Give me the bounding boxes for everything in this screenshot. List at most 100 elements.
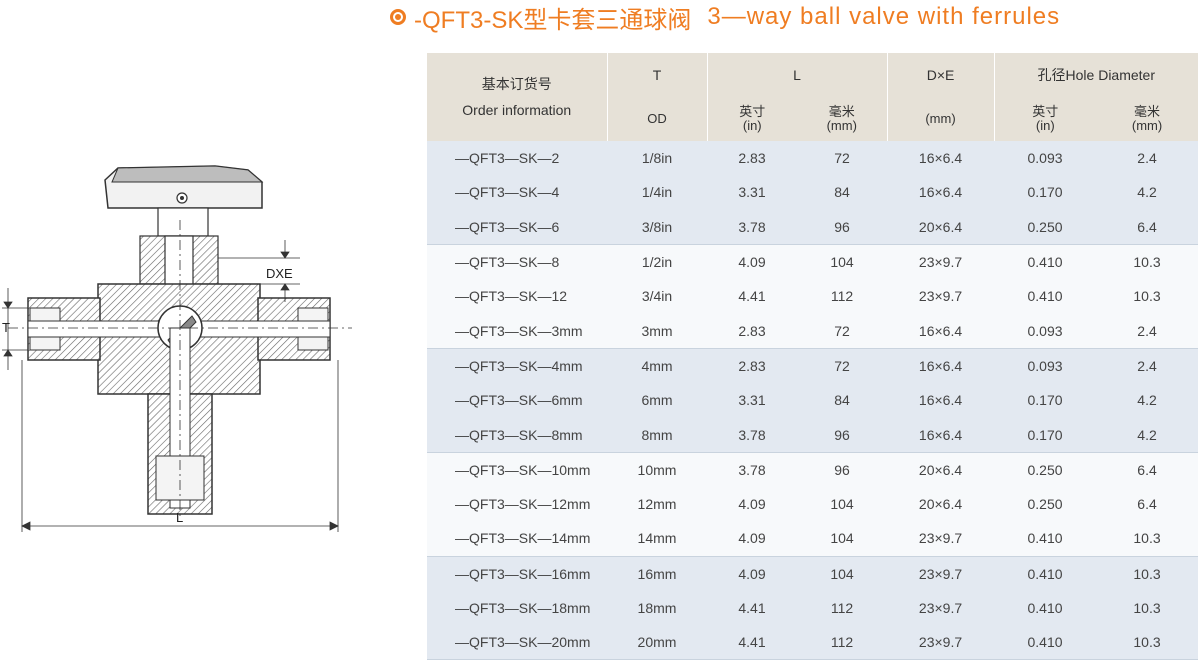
spec-table-header: 基本订货号 Order information T L D×E 孔径Hole D… [427,53,1199,141]
cell-hole-in: 0.250 [994,209,1097,245]
cell-l-mm: 72 [797,348,888,384]
cell-od: 8mm [607,417,707,453]
header-l-in: 英寸 (in) [706,97,797,141]
cell-od: 1/2in [607,244,707,280]
cell-hole-mm: 6.4 [1096,452,1199,487]
header-order-en: Order information [462,102,572,118]
spec-table: 基本订货号 Order information T L D×E 孔径Hole D… [427,53,1199,660]
cell-od: 1/4in [607,175,707,210]
header-hole-mm-unit: (mm) [1131,118,1163,133]
cell-dxe: 20×6.4 [887,486,995,522]
title-english: 3—way ball valve with ferrules [707,3,1061,30]
title-code: -QFT3-SK型卡套三通球阀 [414,6,692,34]
cell-hole-mm: 2.4 [1096,348,1199,384]
cell-l-in: 4.09 [707,556,797,591]
handle [104,165,264,237]
cell-hole-in: 0.410 [994,521,1097,557]
cell-l-mm: 104 [797,486,888,522]
cell-l-in: 4.41 [707,625,797,660]
cell-dxe: 20×6.4 [887,209,995,245]
cell-dxe: 23×9.7 [887,590,995,626]
cell-od: 1/8in [607,141,707,176]
cell-dxe: 23×9.7 [887,279,995,314]
cell-hole-in: 0.410 [994,556,1097,591]
header-hole-mm: 毫米 (mm) [1096,97,1199,141]
cell-l-in: 4.41 [707,590,797,626]
cell-hole-in: 0.410 [994,244,1097,280]
cell-dxe: 16×6.4 [887,175,995,210]
cell-hole-in: 0.250 [994,452,1097,487]
cell-hole-mm: 2.4 [1096,141,1199,176]
cell-l-in: 2.83 [707,313,797,349]
cell-l-mm: 104 [797,244,888,280]
header-hole-in: 英寸 (in) [993,97,1097,141]
cell-hole-in: 0.250 [994,486,1097,522]
cell-hole-mm: 10.3 [1096,279,1199,314]
cell-dxe: 23×9.7 [887,521,995,557]
header-t: T [606,53,707,97]
cell-l-in: 4.09 [707,521,797,557]
cell-dxe: 23×9.7 [887,556,995,591]
cell-l-in: 4.09 [707,244,797,280]
cell-l-in: 4.09 [707,486,797,522]
cell-order-code: —QFT3—SK—4mm [427,348,607,384]
cell-od: 3mm [607,313,707,349]
cell-l-mm: 112 [797,590,888,626]
cell-l-mm: 112 [797,625,888,660]
cell-od: 14mm [607,521,707,557]
cell-order-code: —QFT3—SK—8mm [427,417,607,453]
cell-od: 20mm [607,625,707,660]
cell-order-code: —QFT3—SK—4 [427,175,607,210]
header-hole-mm-cn: 毫米 [1134,103,1161,119]
cell-hole-in: 0.093 [994,348,1097,384]
header-l: L [706,53,888,97]
cell-l-mm: 96 [797,452,888,487]
cell-hole-in: 0.410 [994,590,1097,626]
valve-drawing: DXE T L [2,165,352,532]
cell-od: 3/8in [607,209,707,245]
cell-dxe: 23×9.7 [887,244,995,280]
cell-hole-mm: 10.3 [1096,625,1199,660]
cell-dxe: 16×6.4 [887,313,995,349]
cell-od: 10mm [607,452,707,487]
dim-dxe-label: DXE [266,266,293,281]
cell-order-code: —QFT3—SK—6mm [427,383,607,418]
cell-order-code: —QFT3—SK—6 [427,209,607,245]
cell-l-in: 2.83 [707,348,797,384]
cell-hole-in: 0.170 [994,383,1097,418]
cell-dxe: 16×6.4 [887,417,995,453]
cell-hole-mm: 10.3 [1096,521,1199,557]
cell-dxe: 16×6.4 [887,383,995,418]
header-l-mm-cn: 毫米 [828,103,855,119]
bullet-circle-icon [390,9,406,25]
cell-order-code: —QFT3—SK—3mm [427,313,607,349]
cell-hole-in: 0.410 [994,625,1097,660]
cell-l-mm: 72 [797,141,888,176]
cell-l-in: 3.31 [707,175,797,210]
cell-dxe: 16×6.4 [887,348,995,384]
cell-hole-in: 0.170 [994,175,1097,210]
header-l-mm-unit: (mm) [826,118,857,133]
header-dxe-sub: (mm) [886,97,995,141]
cell-hole-mm: 6.4 [1096,209,1199,245]
cell-hole-mm: 10.3 [1096,590,1199,626]
cell-od: 4mm [607,348,707,384]
cell-hole-in: 0.093 [994,141,1097,176]
cell-od: 12mm [607,486,707,522]
cell-order-code: —QFT3—SK—16mm [427,556,607,591]
cell-od: 16mm [607,556,707,591]
cell-l-in: 3.31 [707,383,797,418]
header-dxe: D×E [886,53,995,97]
dim-l-label: L [176,510,183,525]
header-hole-in-unit: (in) [1035,118,1055,133]
